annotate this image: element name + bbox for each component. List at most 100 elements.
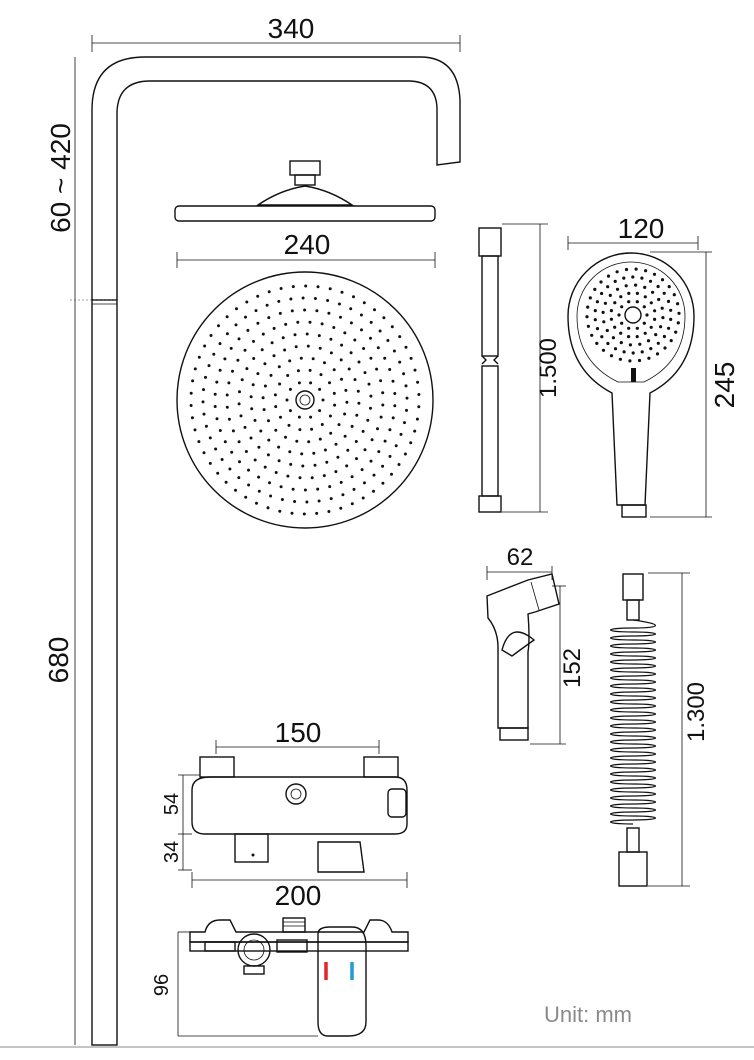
nozzle-dot — [617, 313, 621, 317]
nozzle-dot — [262, 408, 266, 412]
nozzle-dot — [390, 472, 393, 476]
nozzle-dot — [253, 418, 257, 422]
nozzle-dot — [295, 439, 299, 443]
nozzle-dot — [215, 417, 219, 421]
dim-sprayer-height-label: 152 — [559, 648, 586, 688]
nozzle-dot — [381, 391, 385, 395]
nozzle-dot — [303, 308, 307, 312]
nozzle-dot — [609, 317, 614, 321]
nozzle-dot — [352, 295, 355, 299]
nozzle-dot — [600, 335, 604, 339]
nozzle-dot — [362, 301, 366, 305]
nozzle-dot — [595, 300, 600, 304]
nozzle-dot — [624, 267, 629, 272]
nozzle-dot — [305, 500, 309, 504]
nozzle-dot — [277, 365, 281, 369]
nozzle-dot — [595, 327, 600, 331]
nozzle-dot — [643, 285, 647, 289]
nozzle-dot — [290, 309, 294, 313]
nozzle-dot — [268, 481, 271, 485]
nozzle-dot — [336, 455, 340, 459]
nozzle-dot — [227, 417, 231, 421]
nozzle-dot — [357, 401, 361, 405]
nozzle-dot — [274, 405, 278, 409]
nozzle-dot — [343, 434, 347, 438]
nozzle-dot — [613, 325, 617, 329]
nozzle-dot — [269, 373, 273, 377]
nozzle-dot — [645, 313, 649, 317]
nozzle-dot — [391, 416, 395, 420]
nozzle-dot — [237, 476, 241, 480]
nozzle-dot — [318, 409, 322, 413]
nozzle-dot — [287, 423, 291, 427]
nozzle-dot — [383, 439, 387, 443]
spiral-coil-path — [609, 619, 657, 825]
nozzle-dot — [263, 362, 267, 366]
nozzle-dot — [296, 369, 300, 373]
nozzle-dot — [388, 454, 392, 458]
nozzle-dot — [315, 511, 319, 515]
nozzle-dot — [608, 293, 612, 297]
nozzle-dot — [602, 320, 606, 324]
nozzle-dot — [284, 435, 287, 439]
nozzle-dot — [190, 416, 194, 420]
nozzle-dot — [304, 284, 308, 288]
nozzle-dot — [328, 414, 332, 418]
nozzle-dot — [278, 311, 282, 315]
nozzle-dot — [326, 299, 330, 302]
nozzle-dot — [585, 315, 589, 319]
nozzle-dot — [651, 290, 655, 294]
nozzle-dot — [247, 483, 251, 487]
nozzle-dot — [301, 296, 305, 300]
nozzle-dot — [370, 438, 374, 442]
nozzle-dot — [398, 360, 402, 364]
nozzle-dot — [659, 325, 663, 329]
nozzle-dot — [277, 459, 281, 463]
nozzle-dot — [620, 305, 624, 309]
nozzle-dot — [231, 369, 234, 373]
nozzle-dot — [676, 321, 680, 325]
nozzle-dot — [343, 331, 347, 335]
nozzle-dot — [600, 291, 604, 296]
nozzle-dot — [273, 393, 277, 397]
nozzle-dot — [399, 432, 403, 436]
spiral-hose: 1.300 — [609, 572, 710, 887]
nozzle-dot — [244, 315, 247, 319]
nozzle-dot — [373, 308, 376, 312]
nozzle-dot — [590, 333, 594, 337]
nozzle-dot — [663, 346, 667, 350]
nozzle-dot — [237, 440, 241, 444]
nozzle-dot — [218, 342, 222, 346]
nozzle-dot — [369, 459, 373, 463]
nozzle-dot — [367, 382, 371, 386]
nozzle-dot — [334, 470, 338, 474]
nozzle-dot — [291, 487, 295, 491]
nozzle-dot — [280, 498, 284, 501]
nozzle-dot — [230, 450, 234, 454]
nozzle-dot — [624, 284, 628, 288]
nozzle-dot — [366, 418, 370, 422]
dim-mixer-h1-label: 54 — [161, 793, 183, 815]
nozzle-dot — [402, 372, 406, 376]
nozzle-dot — [360, 328, 363, 332]
nozzle-dot — [255, 501, 258, 505]
nozzle-dot — [216, 471, 220, 475]
nozzle-dot — [638, 342, 642, 346]
dim-hose-length-label: 1.500 — [535, 338, 562, 398]
nozzle-dot — [363, 371, 367, 375]
nozzle-dot — [272, 326, 276, 330]
nozzle-dot — [393, 404, 397, 408]
nozzle-dot — [369, 356, 373, 360]
nozzle-dot — [369, 394, 373, 398]
nozzle-dot — [605, 328, 609, 333]
nozzle-dot — [606, 341, 610, 346]
nozzle-dot — [266, 453, 270, 457]
nozzle-dot — [239, 414, 243, 418]
nozzle-dot — [318, 346, 322, 350]
nozzle-dot — [191, 379, 195, 383]
nozzle-dot — [328, 381, 331, 385]
nozzle-dot — [586, 305, 590, 309]
nozzle-dot — [642, 321, 646, 325]
dim-mixer-width-label: 200 — [275, 880, 322, 911]
nozzle-dot — [388, 428, 392, 432]
